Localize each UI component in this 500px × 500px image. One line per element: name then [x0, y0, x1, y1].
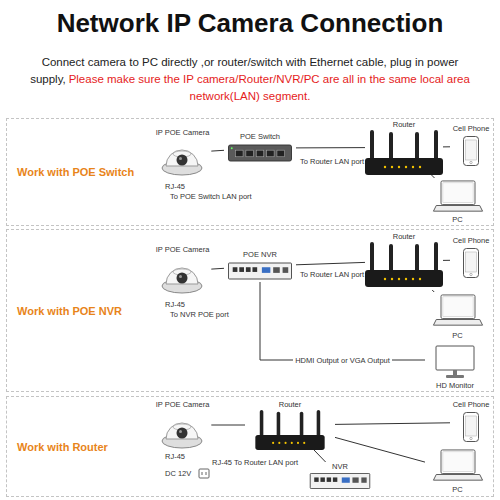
phone-device: Cell Phone	[450, 400, 492, 445]
cable-note: RJ-45	[165, 452, 185, 461]
camera-device: IP POE Camera	[154, 245, 212, 297]
pc-device: PC	[425, 448, 490, 494]
cable-line	[260, 282, 425, 360]
pc-device: PC	[425, 178, 490, 224]
device-label: Router	[245, 400, 335, 409]
connection-label: HDMI Output or VGA Output	[293, 356, 392, 365]
cable-line	[432, 290, 434, 292]
cable-line	[443, 260, 450, 261]
cable-note: RJ-45	[165, 300, 185, 309]
device-label: Cell Phone	[450, 400, 492, 409]
scenario-label: Work with Router	[17, 441, 108, 453]
device-label: Router	[365, 232, 443, 241]
device-label: PC	[425, 331, 490, 340]
router-device: Router	[365, 120, 443, 175]
cable-note: To NVR POE port	[170, 310, 229, 319]
cable-note: RJ-45 To Router LAN port	[212, 458, 298, 467]
device-label: HD Monitor	[425, 381, 485, 390]
cable-line	[211, 425, 245, 426]
pc-device: PC	[425, 292, 490, 340]
device-label: IP POE Camera	[154, 128, 212, 137]
scenario-panel: Work with Router IP POE Camera Router Cell …	[6, 396, 494, 497]
device-label: IP POE Camera	[154, 245, 212, 254]
cable-line	[211, 150, 224, 152]
device-label: POE Switch	[224, 132, 296, 141]
router-device: Router	[245, 400, 335, 450]
camera-device: IP POE Camera	[154, 400, 212, 450]
cable-line	[432, 175, 435, 178]
scenario-label: Work with POE Switch	[17, 166, 134, 178]
cable-note: To POE Switch LAN port	[170, 192, 252, 201]
cable-note: RJ-45	[165, 182, 185, 191]
cable-note: To Router LAN port	[300, 157, 364, 166]
camera-device: IP POE Camera	[154, 128, 212, 178]
device-label: Cell Phone	[450, 236, 492, 245]
cable-line	[314, 450, 326, 462]
warning-note: Please make sure the IP camera/Router/NV…	[69, 73, 470, 102]
router-device: Router	[365, 232, 443, 290]
cable-note: To Router LAN port	[300, 270, 364, 279]
cable-note: DC 12V	[165, 469, 191, 478]
cable-line	[335, 437, 425, 462]
device-label: NVR	[300, 462, 380, 471]
cable-line	[296, 147, 365, 148]
switch-device: POE Switch	[224, 132, 296, 164]
device-label: Router	[365, 120, 443, 129]
device-label: Cell Phone	[450, 124, 492, 133]
device-label: IP POE Camera	[154, 400, 212, 409]
device-label: PC	[425, 485, 490, 494]
scenario-panel: Work with POE NVR IP POE CameraPOE NVR Rou…	[6, 229, 494, 392]
phone-device: Cell Phone	[450, 124, 492, 169]
cable-line	[296, 262, 365, 264]
nvr-device: POE NVR	[224, 250, 296, 282]
nvr-device: NVR	[300, 462, 380, 492]
cable-line	[335, 423, 450, 425]
scenario-label: Work with POE NVR	[17, 305, 122, 317]
cable-line	[443, 146, 450, 147]
scenario-panel: Work with POE Switch IP POE Camera POE Swi…	[6, 118, 494, 226]
monitor-device: HD Monitor	[425, 344, 485, 390]
device-label: PC	[425, 215, 490, 224]
instruction-text: Connect camera to PC directly ,or router…	[22, 54, 478, 105]
device-label: POE NVR	[224, 250, 296, 259]
phone-device: Cell Phone	[450, 236, 492, 284]
cable-line	[211, 268, 224, 270]
diagram-title: Network IP Camera Connection	[0, 8, 500, 39]
